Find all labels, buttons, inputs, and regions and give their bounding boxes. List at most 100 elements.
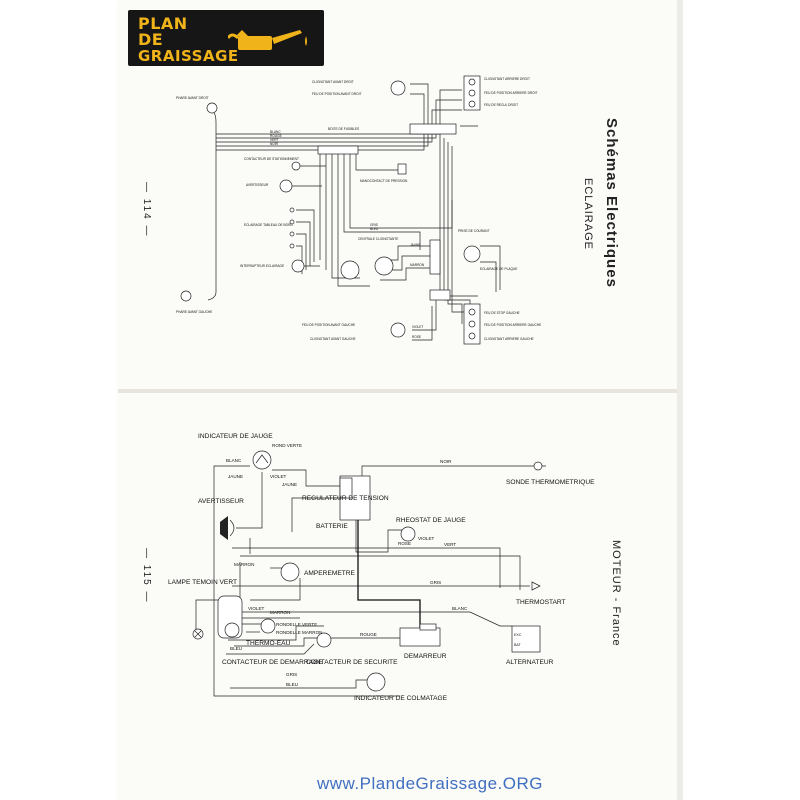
phare-avant-gauche-icon	[180, 290, 192, 302]
indicateur-colmatage-icon	[366, 672, 386, 692]
page-crease	[118, 389, 680, 393]
alternateur-bat: BAT	[514, 643, 522, 647]
manocontact-icon	[397, 163, 407, 175]
wire-label-marron: MARRON	[410, 263, 425, 267]
label-feu-recul-droit: FEU DE RECUL DROIT	[484, 103, 518, 107]
clignotant-avant-droit-icon	[390, 80, 406, 96]
clignotant-avant-gauche-icon	[390, 322, 406, 338]
label-prise-courant: PRISE DE COURANT	[458, 229, 490, 233]
wire-label-vert: VERT	[270, 138, 278, 142]
logo-line-3: GRAISSAGE	[138, 47, 239, 65]
wire-violet-3: VIOLET	[248, 606, 265, 611]
label-demarreur: DEMARREUR	[404, 653, 447, 660]
wire-label-jaune: JAUNE	[410, 243, 420, 247]
watermark-url: www.PlandeGraissage.ORG	[317, 774, 543, 793]
wire-label-rouge: ROUGE	[270, 134, 282, 138]
avertisseur-top-icon	[279, 179, 293, 193]
label-clignotant-arriere-gauche: CLIGNOTANT ARRIERE GAUCHE	[484, 337, 534, 341]
label-feu-stop-gauche: FEU DE STOP GAUCHE	[484, 311, 520, 315]
contacteur-demarrage-icon	[224, 622, 240, 638]
label-thermo-eau: THERMO-EAU	[246, 640, 291, 647]
label-lampe-temoin: LAMPE TEMOIN VERT	[168, 579, 237, 586]
sonde-thermometrique-icon	[533, 461, 543, 471]
avertisseur-icon	[220, 516, 228, 540]
moteur-components	[192, 450, 546, 692]
label-indicateur-jauge: INDICATEUR DE JAUGE	[198, 433, 273, 440]
demarreur-icon	[399, 627, 441, 647]
wire-gris: GRIS	[430, 580, 441, 585]
label-boite-fusibles: BOITE DE FUSIBLES	[328, 127, 359, 131]
label-avertisseur: AVERTISSEUR	[198, 498, 244, 505]
wire-blanc-1: BLANC	[226, 458, 242, 463]
oil-can-icon	[228, 30, 307, 50]
contacteur-securite-icon	[316, 632, 332, 648]
label-avertisseur-top: AVERTISSEUR	[246, 183, 269, 187]
commutateur-icon	[340, 260, 360, 280]
label-phare-avant-droit: PHARE AVANT DROIT	[176, 96, 209, 100]
wire-jaune-2: JAUNE	[282, 482, 297, 487]
label-phare-avant-gauche: PHARE AVANT GAUCHE	[176, 310, 212, 314]
boite-fusibles-icon	[409, 123, 457, 135]
centrale-clignotante-icon	[374, 256, 394, 276]
label-batterie: BATTERIE	[316, 523, 348, 530]
label-feu-position-avant-gauche: FEU DE POSITION AVANT GAUCHE	[302, 323, 355, 327]
wire-bleu-1: BLEU	[230, 646, 242, 651]
label-manocontact: MANOCONTACT DE PRESSION	[360, 179, 408, 183]
label-sonde-thermometrique: SONDE THERMOMETRIQUE	[506, 479, 595, 486]
label-rheostat-jauge: RHEOSTAT DE JAUGE	[396, 517, 466, 524]
contacteur-stationnement-icon	[291, 161, 301, 171]
logo-line-1: PLAN	[138, 14, 188, 33]
wire-gris-2: GRIS	[286, 672, 297, 677]
label-feu-position-arriere-gauche: FEU DE POSITION ARRIERE GAUCHE	[484, 323, 541, 327]
wire-violet-1: VIOLET	[270, 474, 287, 479]
wire-noir: NOIR	[440, 459, 452, 464]
wire-label-violet: VIOLET	[412, 325, 423, 329]
thermostart-icon	[531, 581, 541, 591]
label-thermostart: THERMOSTART	[516, 599, 566, 606]
binding-edge	[677, 0, 683, 800]
eclairage-components	[180, 75, 481, 345]
label-eclairage-tableau: ECLAIRAGE TABLEAU DE BORD	[244, 223, 293, 227]
wire-label-rose: ROSE	[412, 335, 421, 339]
wire-label-bleu: BLEU	[370, 227, 379, 231]
wire-rondelle-marron: RONDELLE MARRON	[276, 630, 322, 635]
wire-vert: VERT	[444, 542, 456, 547]
alternateur-exc: EXC	[514, 633, 522, 637]
prise-de-courant-icon	[463, 245, 481, 263]
eclairage-labels: PHARE AVANT DROIT PHARE AVANT GAUCHE CLI…	[176, 77, 541, 341]
label-contacteur-stationnement: CONTACTEUR DE STATIONNEMENT	[244, 157, 299, 161]
wire-violet-2: VIOLET	[418, 536, 435, 541]
label-clignotant-arriere-droit: CLIGNOTANT ARRIERE DROIT	[484, 77, 530, 81]
wire-rondelle-verte: RONDELLE VERTE	[276, 622, 317, 627]
amperemetre-icon	[280, 562, 300, 582]
logo-line-2: DE	[138, 30, 164, 49]
wire-jaune: JAUNE	[228, 474, 243, 479]
label-feu-position-avant-droit: FEU DE POSITION AVANT DROIT	[312, 92, 361, 96]
regulateur-icon	[339, 477, 353, 499]
label-contacteur-securite: CONTACTEUR DE SECURITE	[306, 659, 398, 666]
wire-marron: MARRON	[234, 562, 254, 567]
wire-blanc-2: BLANC	[452, 606, 468, 611]
wire-label-blanc: BLANC	[270, 130, 281, 134]
moteur-wires	[195, 465, 530, 697]
label-indicateur-colmatage: INDICATEUR DE COLMATAGE	[354, 695, 448, 702]
thermo-eau-icon	[260, 618, 276, 634]
label-feu-position-arriere-droit: FEU DE POSITION ARRIERE DROIT	[484, 91, 538, 95]
label-clignotant-avant-droit: CLIGNOTANT AVANT DROIT	[312, 80, 354, 84]
label-amperemetre: AMPEREMETRE	[304, 570, 356, 577]
wire-bleu-2: BLEU	[286, 682, 298, 687]
moteur-labels: INDICATEUR DE JAUGE REGULATEUR DE TENSIO…	[168, 433, 595, 702]
logo: PLAN DE GRAISSAGE	[128, 10, 324, 66]
label-clignotant-avant-gauche: CLIGNOTANT AVANT GAUCHE	[310, 337, 356, 341]
interrupteur-eclairage-icon	[291, 259, 305, 273]
label-interrupteur-eclairage: INTERRUPTEUR ECLAIRAGE	[240, 264, 284, 268]
wire-label-noir: NOIR	[270, 142, 279, 146]
wire-rose: ROSE	[398, 541, 411, 546]
label-contacteur-demarrage: CONTACTEUR DE DEMARRAGE	[222, 659, 323, 666]
wire-rond-verte: ROND VERTE	[272, 443, 302, 448]
page-115	[118, 392, 680, 800]
label-centrale-clignotante: CENTRALE CLIGNOTANTE	[358, 237, 398, 241]
label-eclairage-plaque: ECLAIRAGE DE PLAQUE	[480, 267, 517, 271]
phare-avant-droit-icon	[206, 102, 218, 114]
